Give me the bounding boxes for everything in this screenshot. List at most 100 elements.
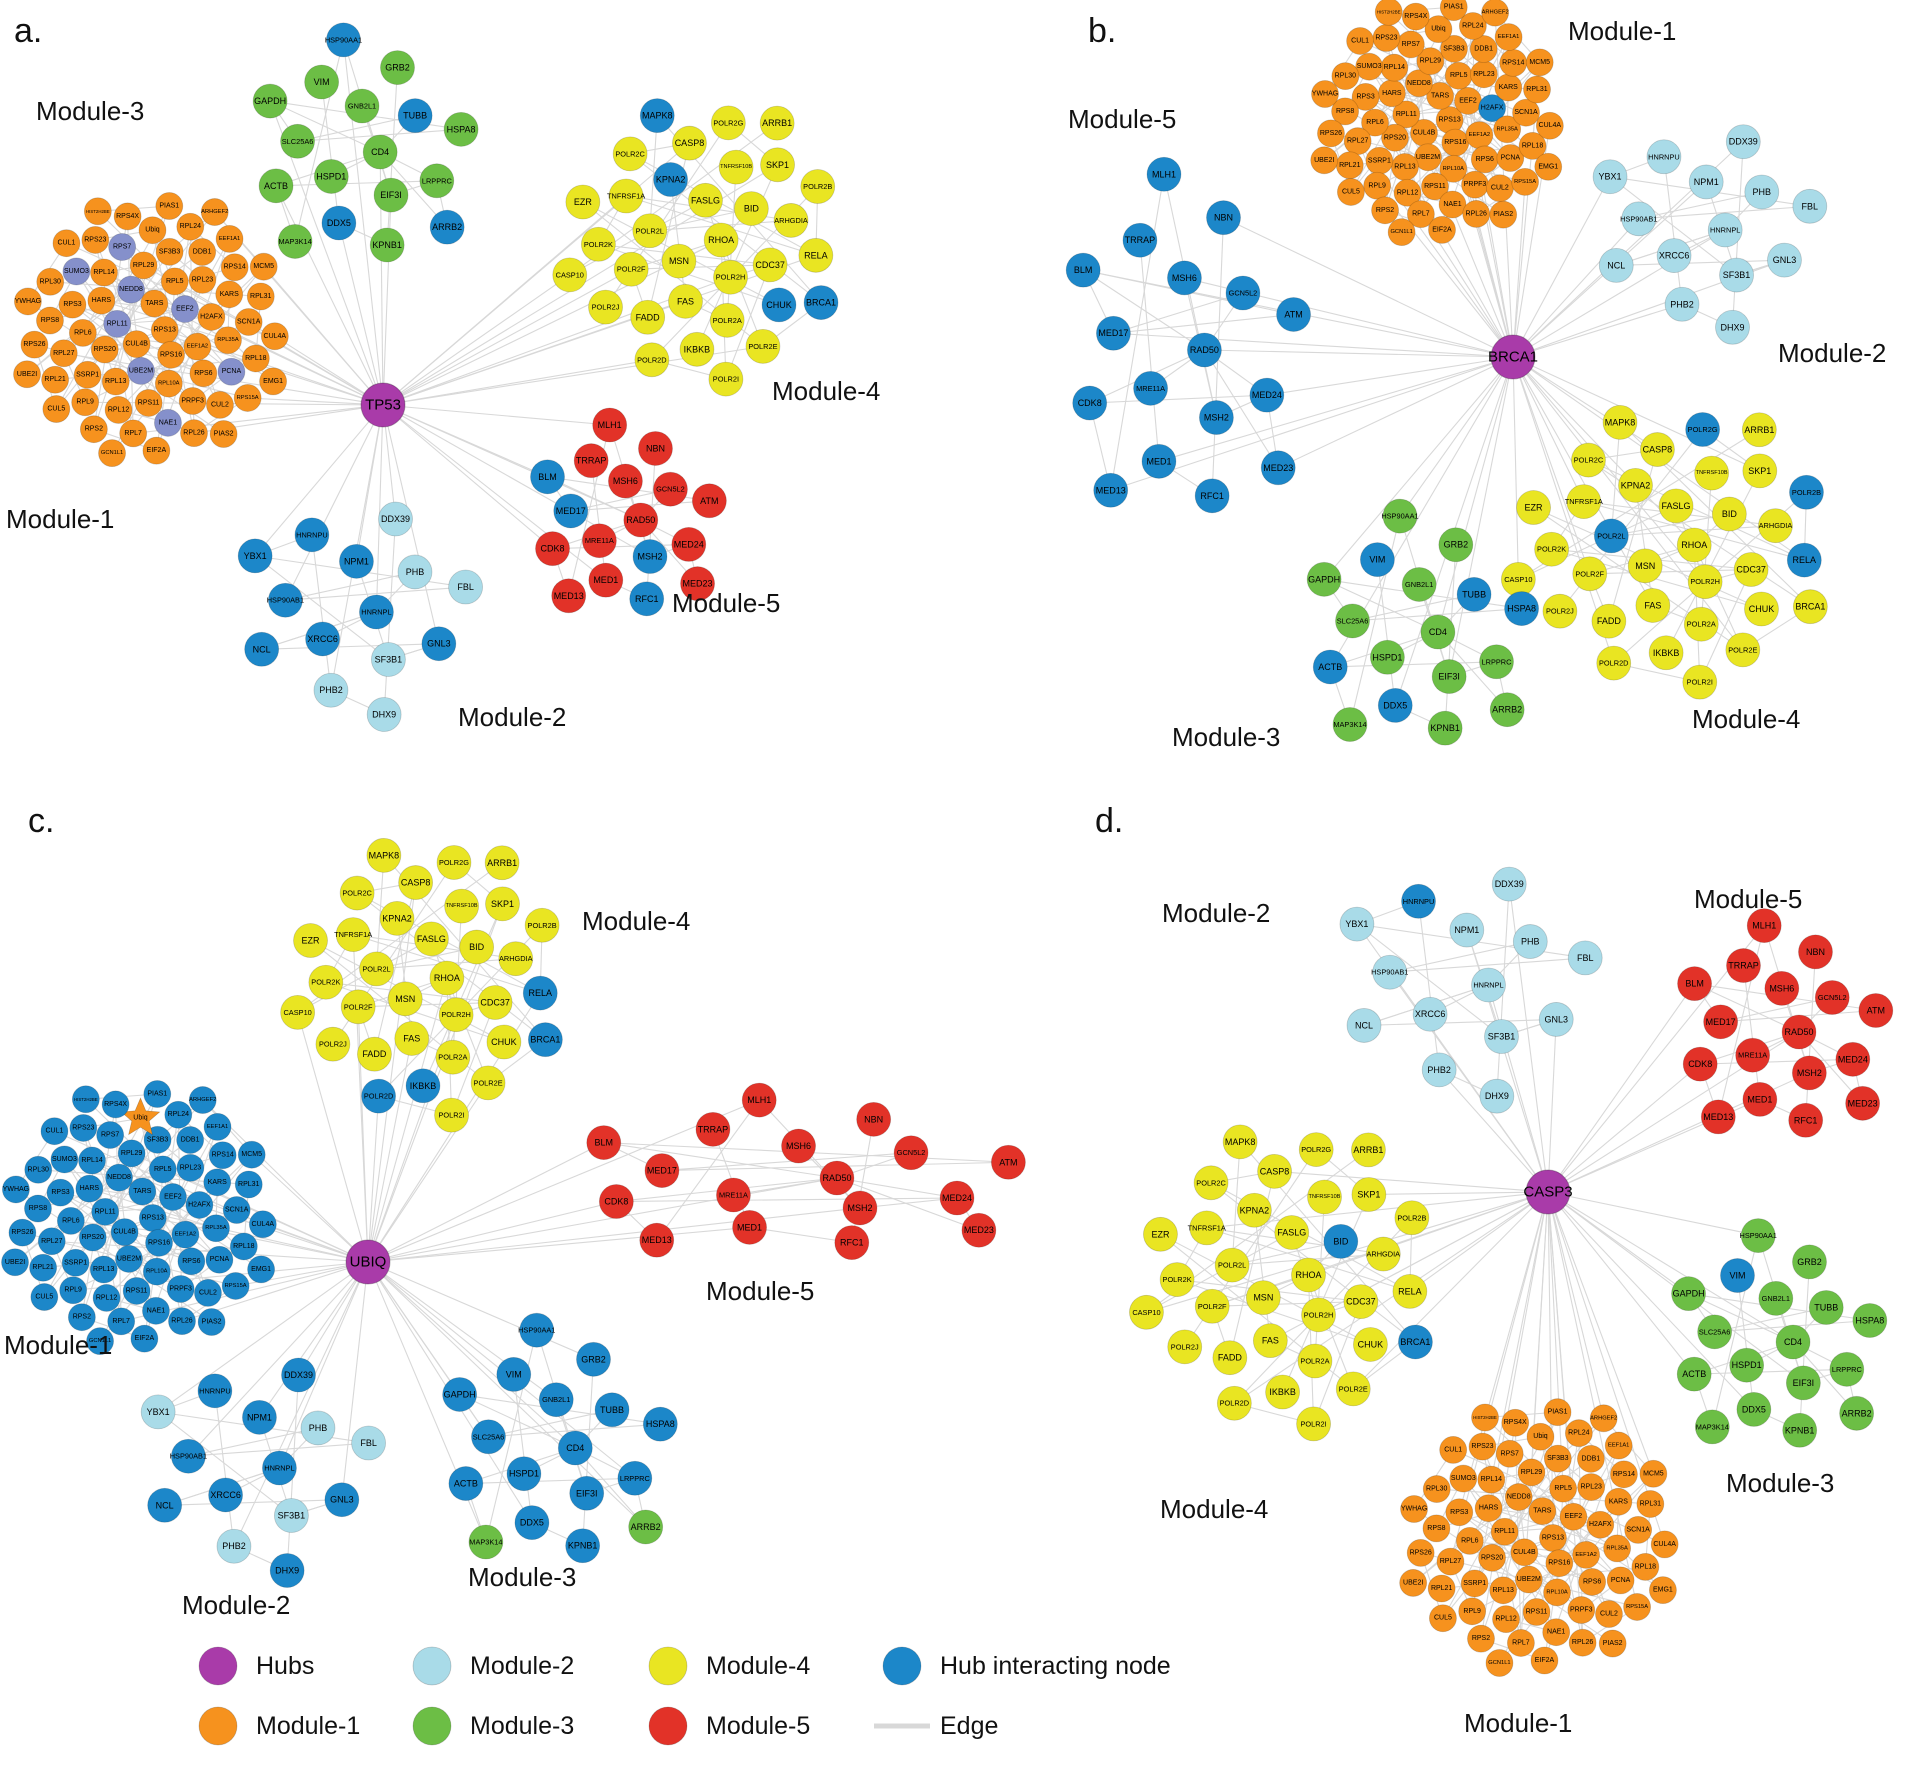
edge: [254, 555, 389, 660]
network-node: [148, 1155, 177, 1184]
network-node: [1427, 1574, 1456, 1603]
edge: [1113, 332, 1514, 358]
edge: [1694, 983, 1800, 1033]
network-node: [588, 289, 623, 325]
module-label: Module-3: [1726, 1468, 1834, 1498]
edge: [258, 1261, 369, 1418]
edge: [254, 404, 384, 557]
network-node: [1635, 588, 1671, 623]
network-node: [1522, 1598, 1551, 1626]
edge: [367, 882, 417, 1263]
edge: [1113, 313, 1294, 334]
network-node: [710, 105, 746, 141]
edge: [1234, 1191, 1549, 1404]
network-node: [709, 302, 745, 338]
network-node: [1429, 1604, 1457, 1633]
network-node: [1495, 1439, 1524, 1468]
network-node: [1534, 531, 1570, 567]
network-node: [1567, 940, 1603, 976]
network-node: [1648, 635, 1684, 671]
network-node: [1167, 1329, 1203, 1365]
network-node: [1618, 467, 1653, 503]
hub-node: [1525, 1169, 1571, 1215]
network-node: [1792, 188, 1828, 224]
network-node: [842, 1190, 878, 1226]
network-node: [246, 282, 275, 311]
network-node: [893, 1135, 929, 1171]
edge: [1437, 631, 1508, 711]
network-node: [1499, 48, 1528, 77]
network-node: [1477, 1465, 1506, 1494]
network-node: [1729, 1347, 1765, 1383]
network-node: [361, 1078, 396, 1114]
network-node: [679, 331, 715, 367]
network-node: [1377, 79, 1406, 108]
network-node: [1528, 1497, 1557, 1526]
edge: [1376, 185, 1514, 358]
network-node: [304, 64, 340, 100]
network-node: [1543, 1398, 1572, 1427]
network-node: [1449, 912, 1485, 948]
edge: [164, 1499, 342, 1506]
network-node: [1351, 1132, 1386, 1168]
network-node: [1568, 1628, 1597, 1657]
edge: [1437, 356, 1514, 633]
network-node: [176, 1153, 205, 1182]
network-node: [62, 257, 91, 286]
network-node: [1167, 260, 1202, 296]
network-node: [642, 1406, 678, 1442]
edge: [1512, 356, 1761, 472]
network-node: [498, 941, 534, 977]
network-node: [1516, 490, 1551, 525]
network-node: [1572, 556, 1608, 592]
network-node: [680, 566, 715, 602]
network-node: [1572, 1540, 1601, 1569]
network-node: [1775, 1324, 1811, 1360]
edge: [1438, 1069, 1549, 1193]
network-node: [1523, 75, 1551, 104]
network-node: [1785, 1365, 1821, 1401]
edge: [1307, 1274, 1354, 1390]
network-node: [1392, 1273, 1428, 1309]
network-node: [1222, 1124, 1258, 1160]
network-node: [429, 209, 465, 245]
network-node: [1381, 123, 1409, 152]
network-node: [1845, 1085, 1881, 1121]
network-node: [1331, 62, 1360, 90]
network-node: [115, 1245, 143, 1273]
network-node: [1298, 1132, 1334, 1167]
network-node: [486, 1024, 522, 1060]
network-node: [448, 569, 483, 605]
edge: [1547, 1191, 1755, 1410]
network-node: [1676, 527, 1712, 563]
legend-swatch: [198, 1706, 238, 1746]
network-node: [1478, 94, 1506, 123]
network-node: [81, 226, 110, 254]
network-node: [220, 253, 249, 282]
network-node: [1518, 132, 1547, 160]
network-node: [535, 531, 570, 567]
network-node: [1460, 1569, 1489, 1598]
network-node: [803, 285, 839, 320]
module-label: Module-1: [1464, 1708, 1572, 1738]
network-node: [1658, 488, 1694, 524]
network-node: [444, 888, 480, 924]
network-node: [267, 582, 303, 618]
edge: [1163, 174, 1217, 418]
network-node: [1542, 1618, 1571, 1647]
edge: [367, 1261, 461, 1395]
edge: [157, 1261, 369, 1413]
network-node: [247, 1255, 275, 1284]
network-node: [1387, 218, 1416, 247]
network-node: [205, 1245, 234, 1274]
network-node: [315, 1026, 351, 1062]
network-node: [1526, 1422, 1555, 1451]
edge: [382, 404, 553, 550]
network-node: [140, 289, 169, 318]
network-node: [140, 1394, 176, 1430]
network-node: [773, 203, 809, 238]
edge: [1547, 1063, 1701, 1193]
network-node: [197, 1308, 226, 1336]
network-node: [61, 1248, 90, 1277]
network-node: [638, 431, 673, 466]
